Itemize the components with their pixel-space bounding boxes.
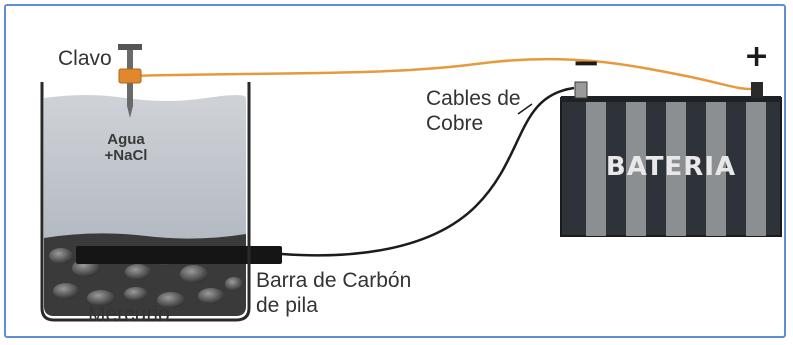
copper-wire: [125, 57, 759, 91]
nail-icon: [118, 44, 142, 118]
label-leader: [517, 103, 533, 115]
carbon-rod-label: Barra de Carbón de pila: [256, 268, 411, 318]
cables-label-line2: Cobre: [426, 112, 484, 135]
diagram-frame: Clavo Agua +NaCl Cables de Cobre − + BAT…: [4, 4, 786, 338]
nail-label: Clavo: [58, 47, 112, 70]
water-label-line1: Agua: [107, 131, 145, 148]
electrolysis-diagram: [40, 44, 782, 322]
battery-icon: [560, 81, 782, 237]
water-label-line2: +NaCl: [104, 147, 148, 164]
black-wire: [281, 86, 575, 257]
carbon-rod-label-line1: Barra de Carbón: [256, 269, 412, 292]
minus-sign: −: [572, 43, 601, 83]
water-label: Agua +NaCl: [98, 132, 154, 164]
carbon-rod-icon: [76, 246, 282, 264]
battery-label: BATERIA: [605, 152, 737, 182]
cables-label-line1: Cables de: [426, 87, 521, 110]
plus-sign: +: [744, 39, 770, 74]
mercury-label: Mercurio: [88, 303, 170, 326]
carbon-rod-label-line2: de pila: [256, 294, 318, 317]
cables-label: Cables de Cobre: [426, 86, 521, 136]
beaker-icon: [40, 82, 282, 322]
